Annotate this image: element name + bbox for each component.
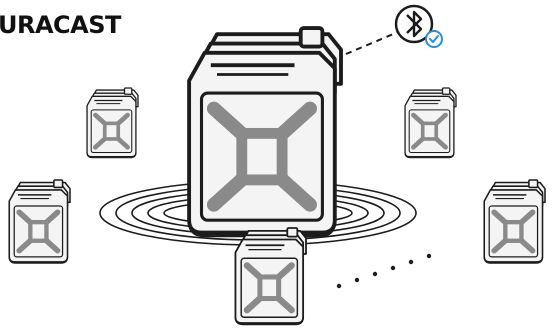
connection-dash bbox=[346, 32, 398, 54]
continuation-dots-icon bbox=[337, 254, 431, 288]
jerrycan-icon bbox=[235, 228, 306, 324]
jerrycan-icon bbox=[87, 88, 138, 158]
central-jerrycan-icon bbox=[189, 28, 341, 236]
jerrycan-icon bbox=[9, 180, 70, 263]
check-badge-icon bbox=[426, 31, 442, 47]
jerrycan-icon bbox=[484, 180, 545, 263]
jerrycan-icon bbox=[405, 88, 456, 158]
